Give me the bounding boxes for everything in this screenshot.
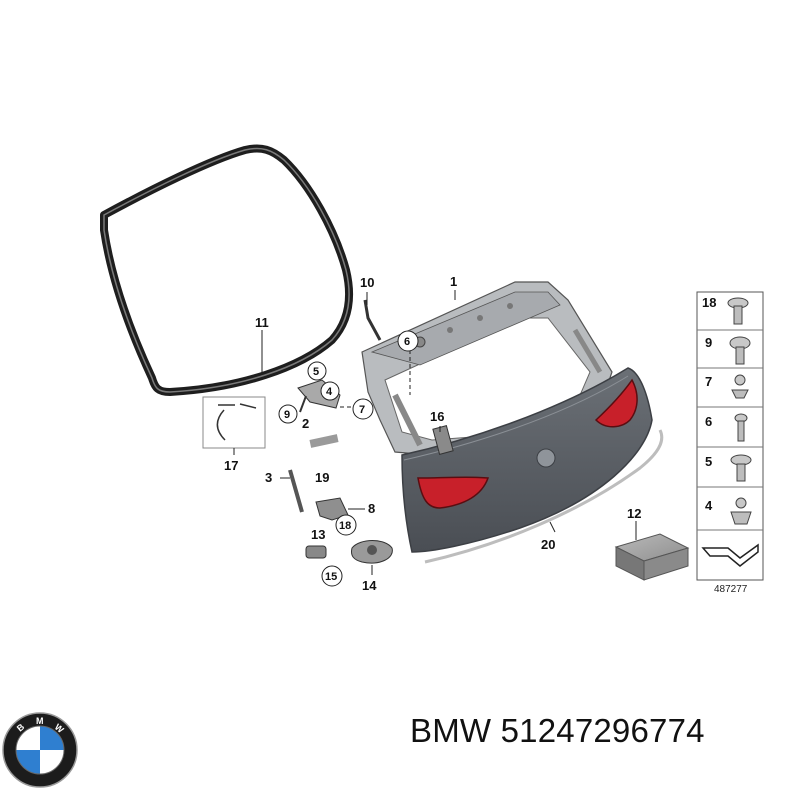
callout-13: 13 bbox=[311, 527, 325, 542]
callout-3: 3 bbox=[265, 470, 272, 485]
bolt-18-icon bbox=[727, 297, 749, 325]
callout-14: 14 bbox=[362, 578, 377, 593]
callout-6-circle bbox=[397, 330, 419, 352]
reference-number: 487277 bbox=[714, 584, 748, 595]
callout-12: 12 bbox=[627, 506, 641, 521]
callout-15-circle bbox=[321, 565, 343, 587]
callout-9: 9 bbox=[284, 409, 290, 421]
callout-4-circle bbox=[320, 381, 340, 401]
bolt-9-icon bbox=[729, 336, 751, 365]
callout-18: 18 bbox=[339, 520, 351, 532]
legend-row-4: 4 bbox=[705, 498, 713, 513]
callout-11: 11 bbox=[255, 315, 269, 330]
stay-lever bbox=[363, 299, 382, 341]
direction-arrow-icon bbox=[701, 543, 759, 567]
bolt-5-icon bbox=[730, 454, 752, 482]
callout-8: 8 bbox=[368, 501, 375, 516]
legend-row-5: 5 bbox=[705, 454, 712, 469]
clip-7-icon bbox=[731, 374, 749, 399]
legend-row-9: 9 bbox=[705, 335, 712, 350]
callout-4: 4 bbox=[326, 386, 333, 398]
callout-18-circle bbox=[335, 514, 357, 536]
callout-5-circle bbox=[307, 361, 327, 381]
legend-row-7: 7 bbox=[705, 374, 712, 389]
callout-17: 17 bbox=[224, 458, 238, 473]
part-number-caption: BMW 51247296774 bbox=[410, 712, 705, 749]
wiring-harness bbox=[216, 403, 257, 441]
callout-6: 6 bbox=[404, 336, 410, 348]
leader-20 bbox=[549, 521, 556, 533]
screw-6-icon bbox=[734, 413, 748, 442]
roundel-letter-m: M bbox=[36, 716, 44, 726]
left-tail-lamp bbox=[417, 476, 490, 509]
bmw-roundel-icon: B M W bbox=[2, 712, 78, 788]
callout-9-circle bbox=[278, 404, 298, 424]
callout-7: 7 bbox=[359, 404, 365, 416]
legend-row-6: 6 bbox=[705, 414, 712, 429]
roundel-letter-b: B bbox=[15, 721, 27, 733]
tailgate-seal bbox=[100, 144, 354, 396]
callout-1: 1 bbox=[450, 274, 457, 289]
callout-20: 20 bbox=[541, 537, 555, 552]
callout-5: 5 bbox=[313, 366, 319, 378]
callout-7-circle bbox=[352, 398, 374, 420]
tailgate-outer-panel bbox=[401, 367, 653, 553]
callout-15: 15 bbox=[325, 571, 337, 583]
callout-2: 2 bbox=[302, 416, 309, 431]
fastener-legend: 18 9 7 6 5 4 bbox=[696, 291, 764, 595]
callout-19: 19 bbox=[315, 470, 329, 485]
callout-10: 10 bbox=[360, 275, 374, 290]
accessory-box bbox=[614, 533, 690, 581]
switch-13 bbox=[305, 545, 327, 559]
right-tail-lamp bbox=[594, 378, 638, 428]
pad-19 bbox=[309, 434, 339, 448]
emblem bbox=[536, 448, 556, 468]
nut-4-icon bbox=[730, 497, 752, 525]
callout-16: 16 bbox=[430, 409, 444, 424]
legend-row-18: 18 bbox=[702, 295, 716, 310]
trim-strip bbox=[424, 429, 664, 564]
gas-strut bbox=[288, 469, 304, 513]
